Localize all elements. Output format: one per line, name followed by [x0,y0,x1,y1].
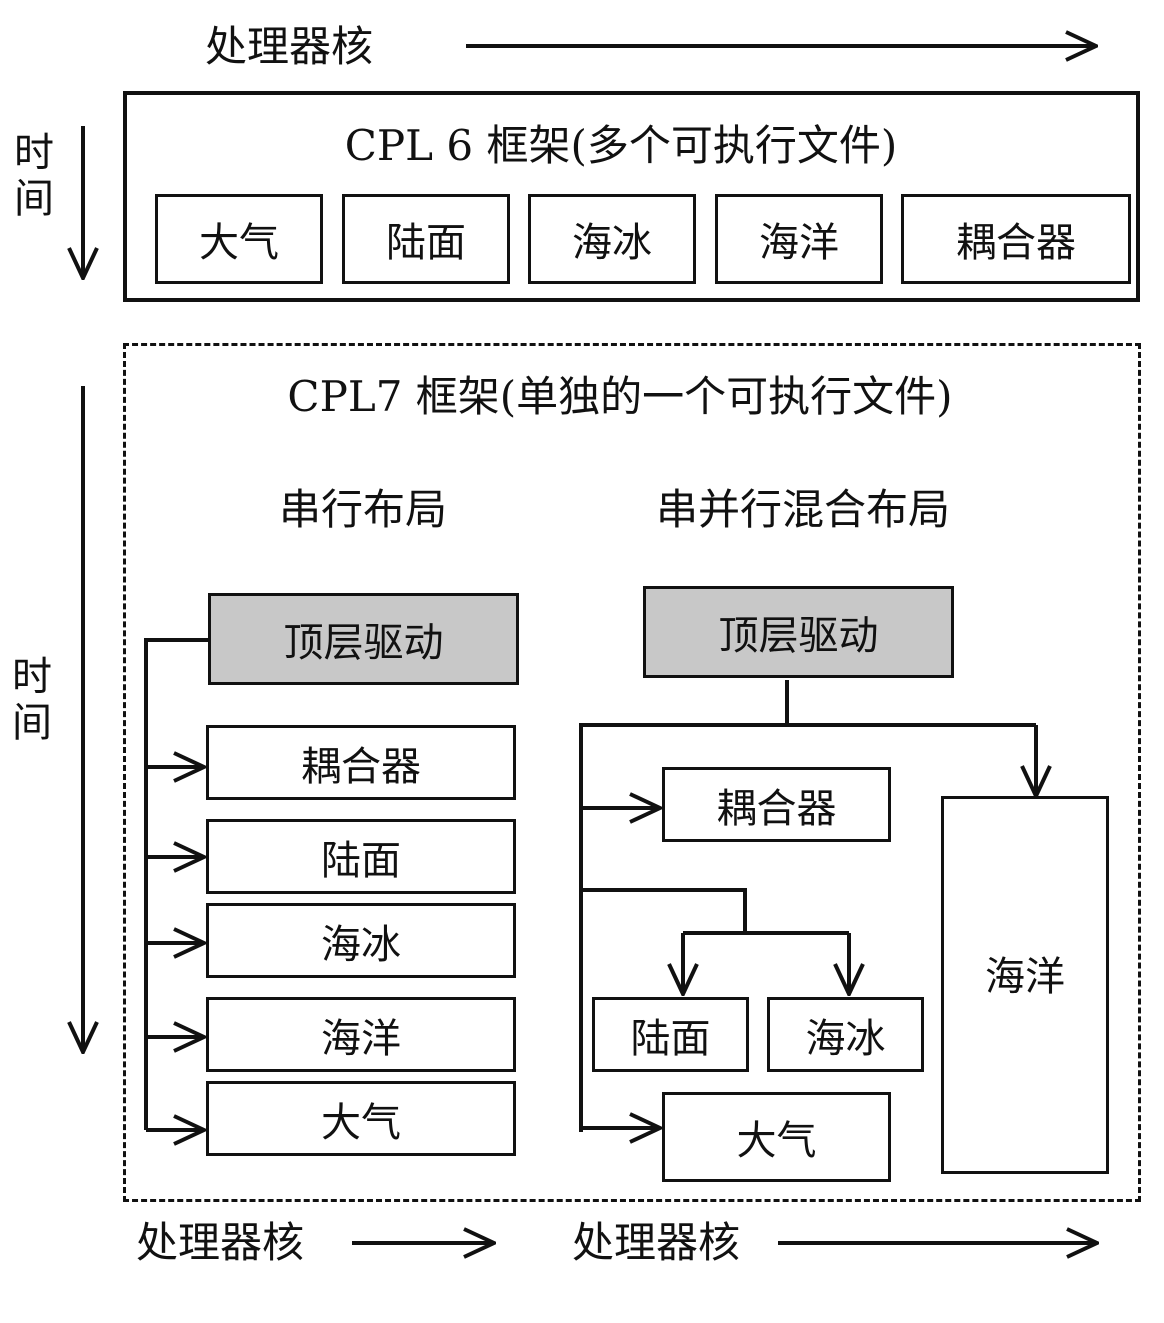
top-axis-label: 处理器核 [205,22,374,71]
cpl6-ice: 海冰 [528,194,696,284]
hybrid-layout-title: 串并行混合布局 [655,485,951,534]
cpl7-title: CPL7 框架(单独的一个可执行文件) [287,372,953,421]
serial-driver: 顶层驱动 [208,593,519,685]
serial-land: 陆面 [206,819,516,894]
cpl6-land: 陆面 [342,194,510,284]
hybrid-ice: 海冰 [767,997,924,1072]
serial-layout-title: 串行布局 [278,485,448,534]
cpl7-time-label: 时间 [12,654,52,746]
serial-driver-link [144,638,208,1130]
hybrid-land: 陆面 [592,997,749,1072]
cpl6-time-label: 时间 [14,130,54,222]
serial-ice: 海冰 [206,903,516,978]
hybrid-main-bus [579,723,1036,1132]
hybrid-atm: 大气 [662,1092,891,1182]
cpl7-frame [123,343,1141,1202]
hybrid-driver: 顶层驱动 [643,586,954,678]
hybrid-branch [581,888,747,933]
cpl6-atm: 大气 [155,194,323,284]
cpl6-coupler: 耦合器 [901,194,1131,284]
bottom-axis-label-right: 处理器核 [572,1218,741,1267]
serial-coupler: 耦合器 [206,725,516,800]
bottom-axis-label-left: 处理器核 [136,1218,305,1267]
hybrid-ocean: 海洋 [941,796,1109,1174]
serial-atm: 大气 [206,1081,516,1156]
cpl6-title: CPL 6 框架(多个可执行文件) [344,121,898,170]
serial-ocean: 海洋 [206,997,516,1072]
hybrid-coupler: 耦合器 [662,767,891,842]
cpl6-frame [123,91,1140,302]
cpl6-ocean: 海洋 [715,194,883,284]
